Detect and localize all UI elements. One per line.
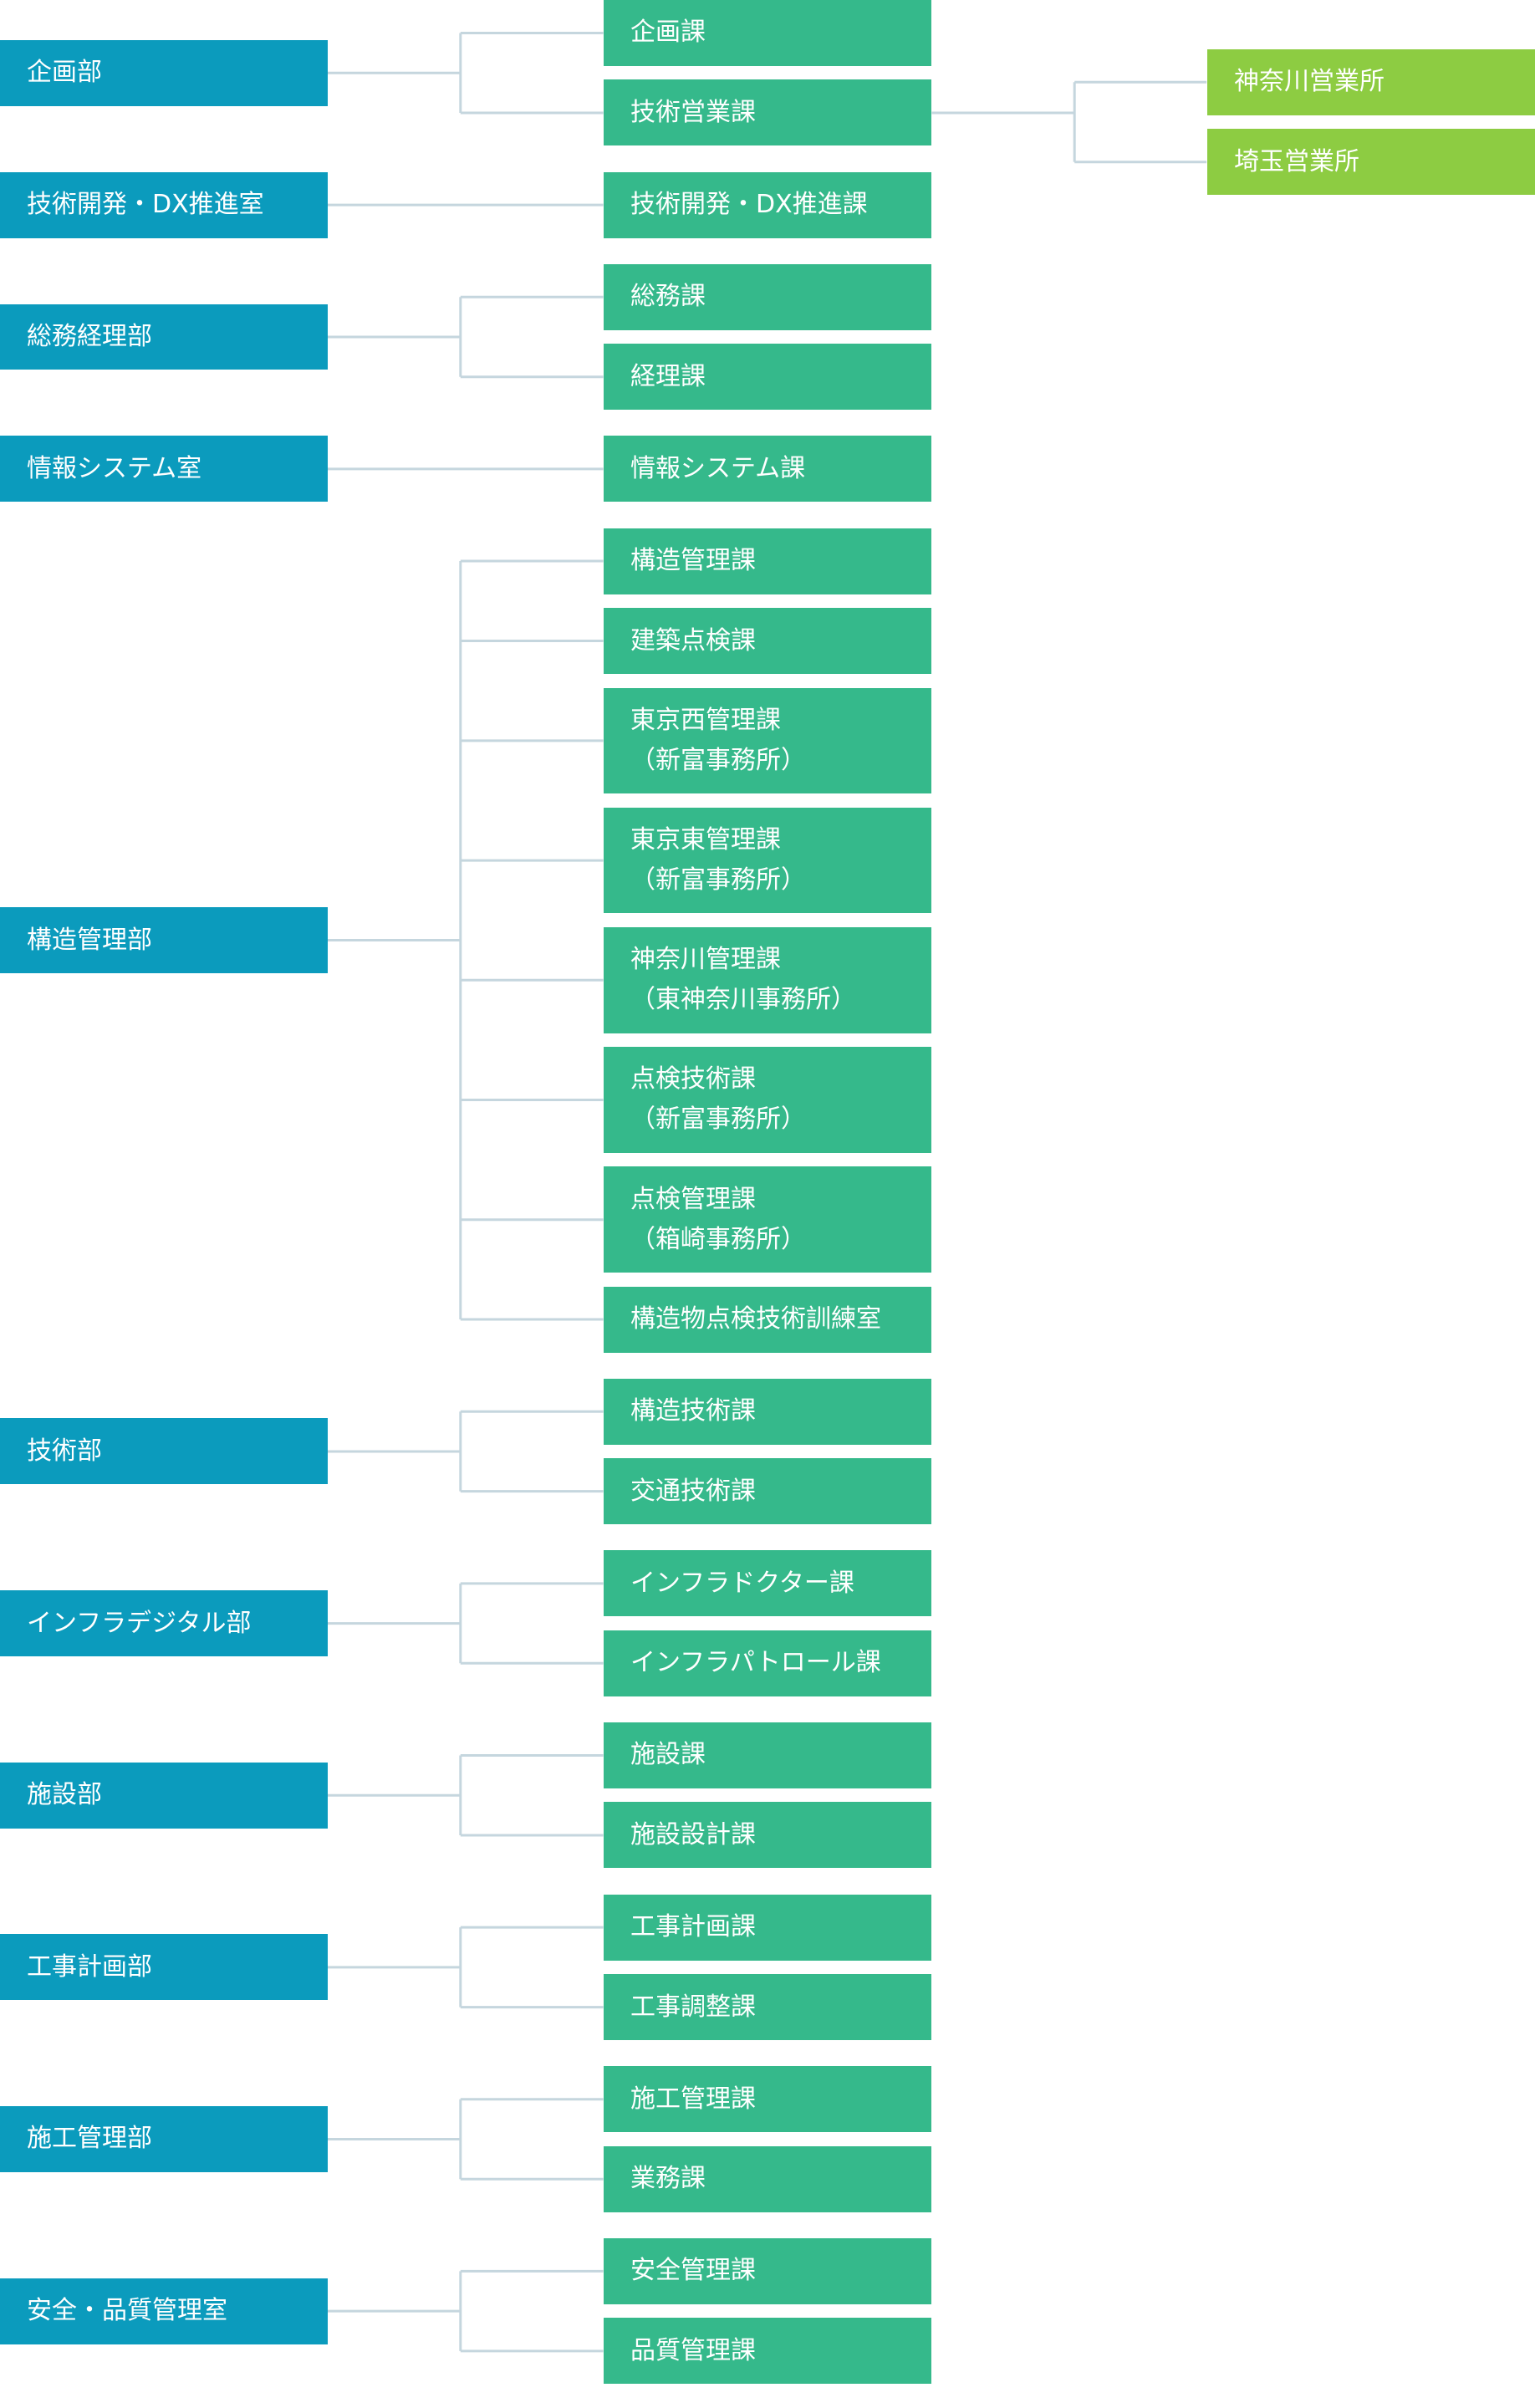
section-box: 構造管理課 (604, 528, 931, 594)
section-box: 施設設計課 (604, 1802, 931, 1869)
section-box: 品質管理課 (604, 2318, 931, 2385)
section-box: 施工管理課 (604, 2066, 931, 2133)
section-box-label: （新富事務所） (630, 1105, 806, 1135)
section-box-label: インフラパトロール課 (630, 1648, 881, 1678)
section-box: 構造技術課 (604, 1378, 931, 1445)
section-box-label: 工事調整課 (630, 1992, 756, 2022)
section-box-label: 構造物点検技術訓練室 (630, 1304, 881, 1334)
section-box-label: 施工管理課 (630, 2084, 756, 2114)
section-box: 総務課 (604, 263, 931, 330)
section-box-label: 構造技術課 (630, 1396, 756, 1426)
section-box: 東京東管理課 （新富事務所） (604, 807, 931, 914)
section-box-label: 技術開発・DX推進課 (630, 190, 868, 220)
section-box-label: 経理課 (630, 361, 706, 391)
department-box: 構造管理部 (0, 907, 328, 973)
section-box-label: 東京東管理課 (630, 825, 781, 855)
section-box: 工事計画課 (604, 1894, 931, 1961)
department-box: 施設部 (0, 1762, 328, 1829)
section-box: 点検技術課 （新富事務所） (604, 1047, 931, 1153)
department-box: 工事計画部 (0, 1934, 328, 2001)
section-box: インフラドクター課 (604, 1550, 931, 1617)
department-box: 総務経理部 (0, 304, 328, 370)
section-box: インフラパトロール課 (604, 1630, 931, 1696)
section-box-label: 構造管理課 (630, 546, 756, 576)
section-box-label: （新富事務所） (630, 745, 806, 775)
department-box: インフラデジタル部 (0, 1590, 328, 1657)
section-box: 構造物点検技術訓練室 (604, 1286, 931, 1353)
office-box-label: 埼玉営業所 (1234, 146, 1359, 176)
section-box-label: 情報システム課 (630, 453, 806, 483)
section-box-label: 総務課 (630, 282, 706, 312)
section-box: 神奈川管理課 （東神奈川事務所） (604, 926, 931, 1033)
department-box: 施工管理部 (0, 2105, 328, 2172)
department-box: 情報システム室 (0, 436, 328, 503)
section-box-label: インフラドクター課 (630, 1568, 854, 1598)
section-box: 建築点検課 (604, 608, 931, 674)
department-box-label: 技術開発・DX推進室 (27, 190, 264, 220)
section-box: 点検管理課 （箱崎事務所） (604, 1166, 931, 1273)
department-box-label: 技術部 (27, 1436, 102, 1466)
department-box: 企画部 (0, 39, 328, 106)
department-box-label: 総務経理部 (27, 321, 152, 351)
section-box-label: 工事計画課 (630, 1912, 756, 1942)
section-box-label: 建築点検課 (630, 625, 756, 656)
department-box-label: 安全・品質管理室 (27, 2296, 227, 2326)
section-box-label: 東京西管理課 (630, 705, 781, 735)
section-box-label: （東神奈川事務所） (630, 985, 856, 1015)
department-box-label: 情報システム室 (27, 453, 202, 483)
section-box-label: 技術営業課 (630, 97, 756, 127)
section-box: 技術開発・DX推進課 (604, 171, 931, 238)
section-box-label: 施設設計課 (630, 1819, 756, 1849)
section-box-label: （新富事務所） (630, 865, 806, 895)
section-box-label: 企画課 (630, 18, 706, 48)
section-box-label: （箱崎事務所） (630, 1224, 806, 1254)
section-box-label: 神奈川管理課 (630, 945, 781, 975)
section-box: 企画課 (604, 0, 931, 66)
section-box-label: 点検管理課 (630, 1184, 756, 1214)
department-box-label: 構造管理部 (27, 925, 152, 955)
section-box-label: 業務課 (630, 2164, 706, 2194)
department-box-label: 施工管理部 (27, 2124, 152, 2154)
section-box-label: 点検技術課 (630, 1064, 756, 1094)
department-box-label: インフラデジタル部 (27, 1608, 252, 1638)
section-box-label: 交通技術課 (630, 1476, 756, 1506)
section-box-label: 施設課 (630, 1740, 706, 1770)
department-box-label: 企画部 (27, 58, 102, 88)
section-box: 技術営業課 (604, 79, 931, 146)
section-box: 安全管理課 (604, 2237, 931, 2304)
section-box: 工事調整課 (604, 1974, 931, 2041)
section-box-label: 品質管理課 (630, 2335, 756, 2365)
department-box: 安全・品質管理室 (0, 2278, 328, 2344)
department-box-label: 工事計画部 (27, 1951, 152, 1982)
section-box: 情報システム課 (604, 436, 931, 503)
section-box: 交通技術課 (604, 1458, 931, 1525)
section-box: 経理課 (604, 344, 931, 411)
office-box: 埼玉営業所 (1207, 129, 1535, 196)
section-box: 業務課 (604, 2145, 931, 2212)
section-box: 東京西管理課 （新富事務所） (604, 687, 931, 794)
department-box-label: 施設部 (27, 1780, 102, 1810)
department-box: 技術開発・DX推進室 (0, 171, 328, 238)
department-box: 技術部 (0, 1418, 328, 1485)
section-box-label: 安全管理課 (630, 2256, 756, 2286)
section-box: 施設課 (604, 1722, 931, 1788)
office-box: 神奈川営業所 (1207, 48, 1535, 115)
office-box-label: 神奈川営業所 (1234, 67, 1385, 97)
